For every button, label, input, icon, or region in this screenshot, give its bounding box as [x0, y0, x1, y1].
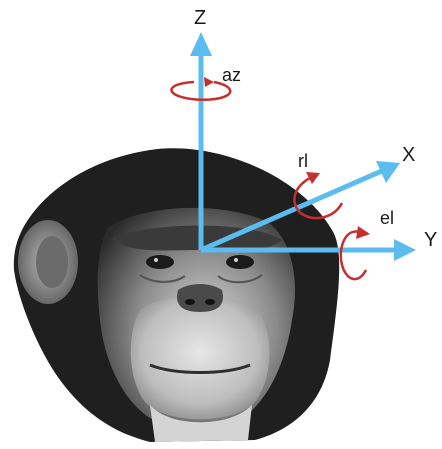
- elevation-label: el: [380, 208, 394, 228]
- ear-inner: [36, 236, 68, 288]
- left-eye: [146, 255, 174, 269]
- axes: [190, 32, 416, 261]
- x-axis-label: X: [402, 144, 415, 166]
- z-axis-label: Z: [194, 7, 206, 29]
- nose: [176, 284, 224, 312]
- y-axis-label: Y: [424, 229, 437, 251]
- x-axis: [199, 167, 386, 253]
- rotation-arrows: [170, 77, 370, 281]
- azimuth-rotation-arrow: [170, 77, 232, 102]
- azimuth-label: az: [222, 65, 241, 85]
- elevation-rotation-arrow: [339, 226, 370, 281]
- right-eye: [226, 255, 254, 269]
- y-axis-arrowhead: [394, 239, 416, 261]
- x-axis-arrowhead: [376, 161, 400, 183]
- mouth: [149, 363, 251, 374]
- muzzle: [130, 296, 270, 420]
- beard: [150, 405, 252, 442]
- z-axis-arrowhead: [190, 32, 212, 56]
- roll-rotation-arrow: [293, 172, 344, 220]
- chimpanzee-head: [13, 148, 340, 442]
- roll-label: rl: [298, 151, 308, 171]
